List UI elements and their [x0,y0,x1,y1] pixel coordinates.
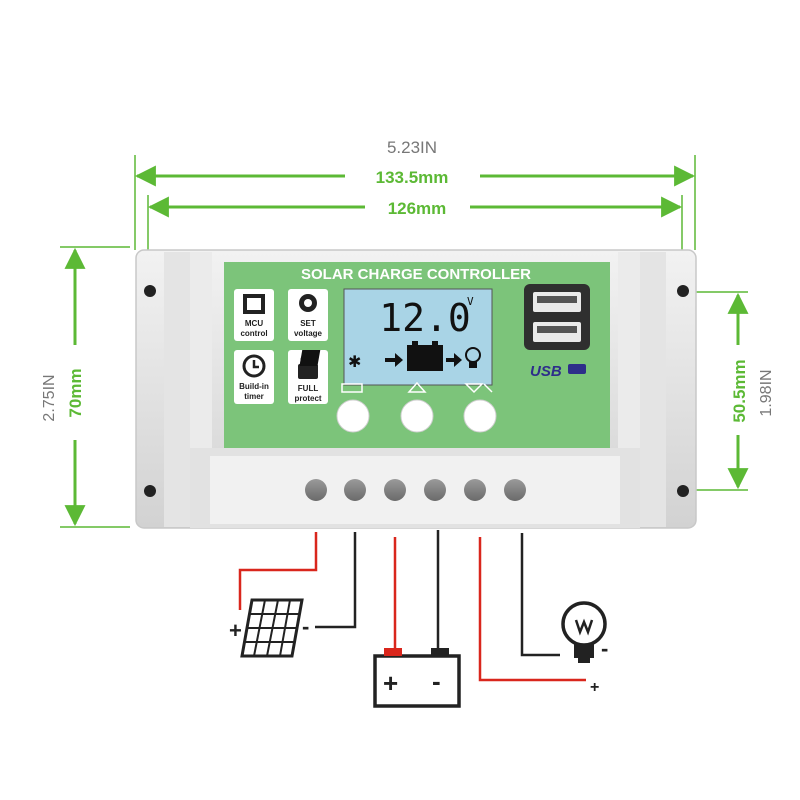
feature-label-line1: FULL [298,384,319,393]
menu-button[interactable] [336,399,370,433]
solar-positive-wire [238,532,318,610]
battery-minus-sign: - [432,666,441,696]
load-minus-sign: - [601,636,608,661]
button-markings [341,381,493,394]
mounting-hole-tr [677,285,689,297]
feature-timer: Build-in timer [234,350,274,404]
clock-icon [242,354,266,378]
usb-ports [524,284,590,350]
up-button[interactable] [400,399,434,433]
feature-label-line2: timer [244,392,264,401]
lcd-display: 12.0 V ✱ [299,288,493,386]
hole-height-mm-label: 50.5mm [730,359,749,422]
feature-set-voltage: SET voltage [288,289,328,341]
lcd-voltage-value: 12.0 [379,296,471,340]
controller-title: SOLAR CHARGE CONTROLLER [301,266,531,283]
load-plus-sign: + [590,679,599,696]
feature-badges: MCU control SET voltage Build-in timer [234,289,328,404]
chip-icon [243,294,265,314]
usb-plug-icon [568,364,586,374]
feature-label-line2: voltage [294,329,323,338]
flow-arrow-icon [446,353,462,367]
feature-label-line2: control [240,329,267,338]
solar-panel-icon [240,598,304,658]
height-inches-label: 2.75IN [41,374,58,421]
down-button[interactable] [463,399,497,433]
mounting-hole-bl [144,485,156,497]
hole-spacing-label: 126mm [388,199,447,218]
height-mm-label: 70mm [66,368,85,417]
feature-label-line2: protect [294,394,321,403]
flow-arrow-icon [385,353,403,367]
battery-icon [407,341,443,371]
width-mm-label: 133.5mm [376,168,449,187]
feature-label-line1: MCU [245,319,263,328]
bulb-icon [465,347,481,368]
load-positive-wire [478,537,586,682]
mounting-hole-tl [144,285,156,297]
battery-symbol-icon [373,648,461,708]
terminal-screws [305,479,526,501]
mounting-hole-br [677,485,689,497]
width-inches-label: 5.23IN [387,138,437,157]
feature-label-line1: Build-in [239,382,269,391]
battery-plus-sign: + [383,668,398,698]
light-bulb-icon [561,601,607,663]
feature-label-line1: SET [300,319,316,328]
sun-panel-icon: ✱ [299,350,361,371]
usb-label: USB [530,363,562,380]
lcd-voltage-unit: V [467,295,474,308]
solar-negative-wire [315,532,357,629]
hole-height-inches-label: 1.98IN [758,369,775,416]
feature-mcu: MCU control [234,289,274,341]
solar-minus-sign: - [302,614,309,639]
gear-icon [299,294,317,312]
feature-protect: FULL protect [288,350,328,404]
svg-text:✱: ✱ [348,354,361,371]
wiring [238,530,586,682]
load-negative-wire [520,533,560,657]
solar-plus-sign: + [229,618,242,643]
dimension-lines [60,155,749,528]
